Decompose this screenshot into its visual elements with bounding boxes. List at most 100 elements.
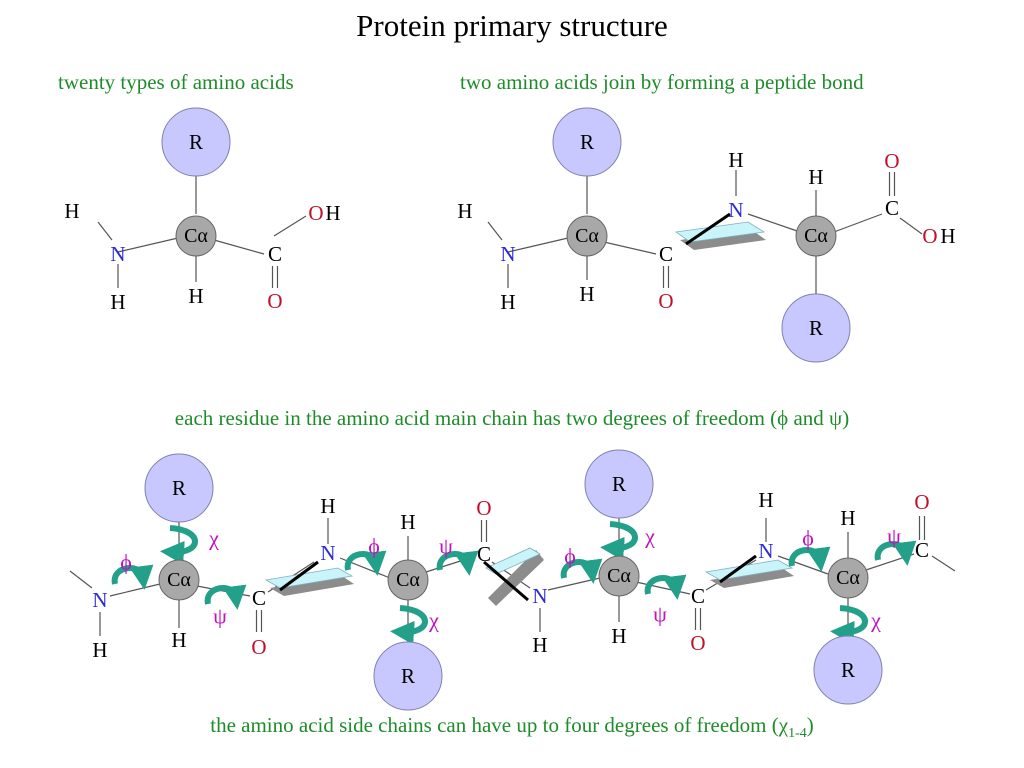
hydrogen-label: H: [92, 638, 107, 662]
r-group-circle: [373, 641, 443, 711]
phi-label: ϕ: [368, 534, 380, 559]
psi-symbol: ψ: [829, 406, 843, 430]
psi-label: ψ: [213, 604, 227, 629]
bond-line: [273, 215, 307, 237]
hydrogen-label: H: [579, 282, 594, 306]
oxygen-label: O: [476, 496, 491, 520]
phi-label: ϕ: [564, 544, 576, 569]
peptide-planes-layer: [264, 212, 794, 606]
hydroxyl-oxygen-label: O: [308, 201, 323, 225]
alpha-carbon-label: Cα: [396, 569, 420, 591]
nitrogen-label: N: [110, 242, 125, 266]
r-group-circle: [552, 107, 622, 177]
psi-label: ψ: [887, 524, 901, 549]
caption-side-chain-freedom: the amino acid side chains can have up t…: [0, 713, 1024, 742]
chi-subscript: 1-4: [788, 726, 807, 742]
alpha-carbon-circle: [175, 215, 217, 257]
r-group-circle: [781, 293, 851, 363]
atoms-layer: [144, 107, 883, 711]
psi-label: ψ: [653, 602, 667, 627]
bond-line: [899, 217, 923, 235]
alpha-carbon-label: Cα: [167, 569, 191, 591]
chi-label: χ: [208, 526, 219, 551]
caption-text: the amino acid side chains can have up t…: [210, 713, 779, 737]
peptide-plane-shadow: [270, 576, 354, 596]
phi-label: ϕ: [802, 526, 814, 551]
alpha-carbon-circle: [158, 559, 200, 601]
hydrogen-label: H: [320, 494, 335, 518]
caption-peptide-bond: two amino acids join by forming a peptid…: [460, 70, 864, 94]
alpha-carbon-label: Cα: [184, 225, 208, 247]
r-group-circle: [144, 453, 214, 523]
rotation-arrow: [600, 521, 638, 561]
oxygen-label: O: [690, 631, 705, 655]
hydrogen-label: H: [611, 624, 626, 648]
rotation-arrow: [644, 574, 687, 600]
r-group-label: R: [841, 658, 855, 682]
carbon-label: C: [268, 242, 282, 266]
rotation-arrow: [560, 558, 603, 584]
alpha-carbon-circle: [795, 215, 837, 257]
bond-line: [931, 555, 956, 572]
rotation-arrow: [111, 564, 154, 590]
alpha-carbon-label: Cα: [804, 225, 828, 247]
alpha-carbon-label: Cα: [575, 225, 599, 247]
hydrogen-label: H: [457, 199, 472, 223]
oxygen-label: O: [914, 490, 929, 514]
bond-line: [213, 239, 265, 255]
bond-line: [109, 583, 161, 597]
nitrogen-label: N: [500, 242, 515, 266]
alpha-carbon-circle: [598, 555, 640, 597]
alpha-carbon-label: Cα: [836, 567, 860, 589]
hydrogen-label: H: [728, 148, 743, 172]
r-group-label: R: [809, 316, 823, 340]
hydrogen-label: H: [808, 165, 823, 189]
oxygen-label: O: [884, 149, 899, 173]
hydroxyl-hydrogen-label: H: [325, 201, 340, 225]
carbon-label: C: [915, 538, 929, 562]
chi-label: χ: [428, 608, 439, 633]
peptide-bond-line: [719, 554, 757, 584]
r-group-label: R: [401, 664, 415, 688]
carbon-label: C: [477, 542, 491, 566]
hydrogen-label: H: [171, 628, 186, 652]
caption-amino-types: twenty types of amino acids: [58, 70, 294, 94]
peptide-plane-shadow: [710, 568, 794, 588]
rotation-arrow: [204, 584, 247, 610]
nitrogen-label: N: [758, 539, 773, 563]
nitrogen-label: N: [532, 584, 547, 608]
rotation-arrow: [390, 605, 428, 645]
bond-line: [865, 553, 915, 571]
r-group-label: R: [580, 130, 594, 154]
bond-line: [747, 213, 801, 233]
caption-main-chain-freedom: each residue in the amino acid main chai…: [0, 406, 1024, 431]
hydrogen-label: H: [64, 199, 79, 223]
nitrogen-label: N: [728, 198, 743, 222]
rotation-arrow: [344, 550, 387, 576]
rotation-arrow: [436, 550, 479, 576]
bond-line: [507, 237, 569, 253]
alpha-carbon-circle: [827, 557, 869, 599]
chi-label: χ: [644, 524, 655, 549]
peptide-bond-line: [279, 560, 319, 592]
alpha-carbon-label: Cα: [607, 565, 631, 587]
nitrogen-label: N: [320, 541, 335, 565]
carbon-label: C: [691, 584, 705, 608]
hydrogen-label: H: [840, 506, 855, 530]
bond-line: [833, 213, 883, 233]
hydrogen-label: H: [758, 488, 773, 512]
bond-line: [635, 581, 691, 595]
oxygen-label: O: [658, 289, 673, 313]
rotation-arrow: [874, 540, 917, 566]
phi-symbol: ϕ: [777, 406, 789, 430]
rotation-arrow: [830, 605, 868, 645]
r-group-circle: [584, 449, 654, 519]
phi-label: ϕ: [120, 550, 132, 575]
peptide-bond-line: [483, 560, 529, 602]
r-group-label: R: [189, 130, 203, 154]
chi-label: χ: [870, 608, 881, 633]
hydrogen-label: H: [500, 290, 515, 314]
caption-text: ): [842, 406, 850, 430]
